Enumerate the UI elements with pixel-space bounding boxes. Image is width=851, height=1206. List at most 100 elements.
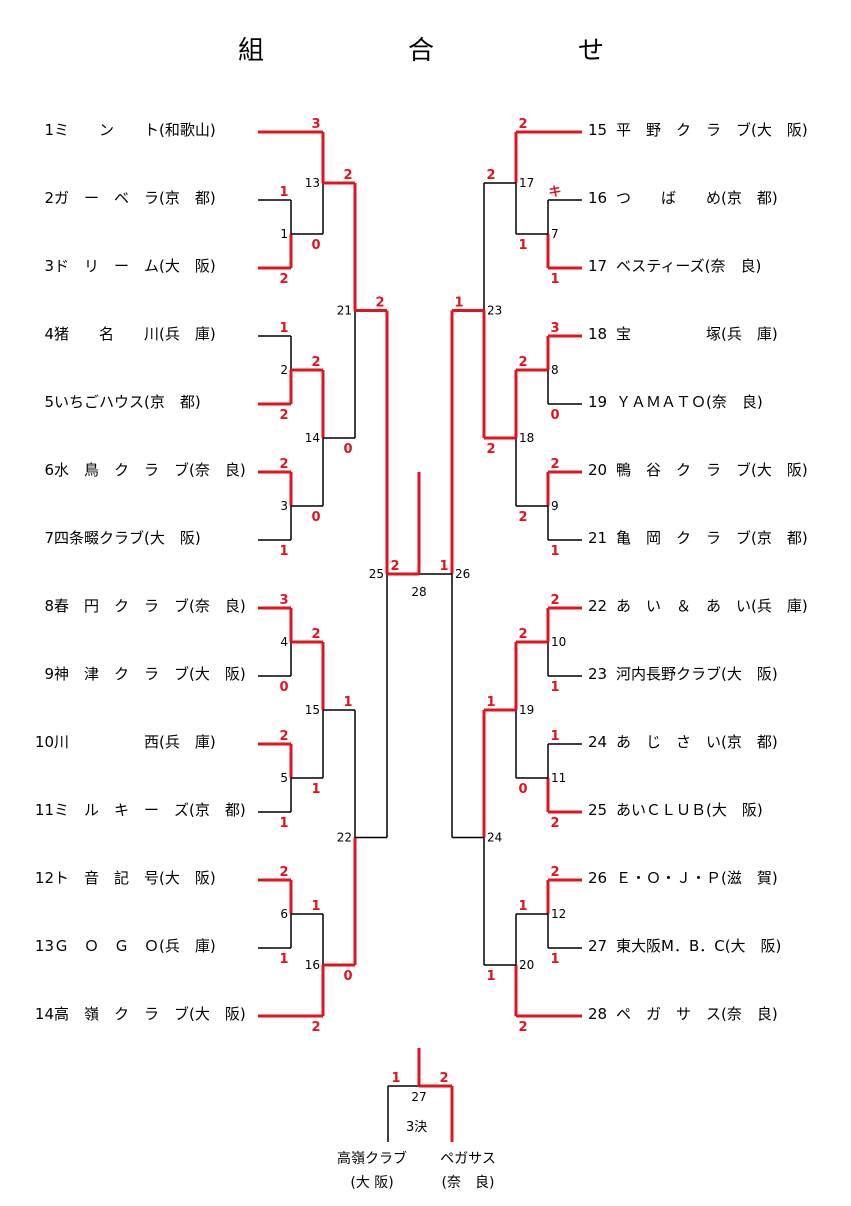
match-4-score-bottom: 0 <box>279 680 288 695</box>
left-team-12: 12ト 音 記 号(大 阪) <box>28 868 216 888</box>
title-char-3: せ <box>578 36 605 66</box>
right-team-2: 16 つ ば め(京 都) <box>588 188 778 208</box>
match-7-score-bottom: 1 <box>550 272 559 287</box>
third-place-left-team: 高嶺クラブ <box>337 1151 407 1167</box>
match-19-score-top: 2 <box>518 627 527 642</box>
team-number: 21 <box>588 529 608 547</box>
left-team-13: 13Ｇ Ｏ Ｇ Ｏ(兵 庫) <box>28 936 216 956</box>
match-15-score-bottom: 1 <box>311 782 320 797</box>
match-1-number: 1 <box>280 227 288 241</box>
left-team-4: 4猪 名 川(兵 庫) <box>28 324 216 344</box>
team-name: 四条畷クラブ(大 阪) <box>54 529 201 547</box>
team-name: 猪 名 川(兵 庫) <box>54 325 216 343</box>
match-25-score-top: 2 <box>375 296 384 311</box>
match-24-score-top: 1 <box>486 695 495 710</box>
match-23-number: 23 <box>487 304 502 318</box>
match-11-score-top: 1 <box>550 729 559 744</box>
team-number: 16 <box>588 189 608 207</box>
team-name: つ ば め(京 都) <box>616 189 778 207</box>
team-number: 27 <box>588 937 608 955</box>
title-char-2: 合 <box>408 36 435 66</box>
team-name: 亀 岡 ク ラ ブ(京 都) <box>616 529 808 547</box>
right-team-9: 23 河内長野クラブ(大 阪) <box>588 664 778 684</box>
match-10-score-bottom: 1 <box>550 680 559 695</box>
team-number: 17 <box>588 257 608 275</box>
team-number: 9 <box>44 665 54 683</box>
match-15-number: 15 <box>305 703 320 717</box>
team-name: ミ ル キ ー ズ(京 都) <box>54 801 246 819</box>
team-name: ト 音 記 号(大 阪) <box>54 869 216 887</box>
team-number: 13 <box>34 937 54 955</box>
match-2-score-bottom: 2 <box>279 408 288 423</box>
third-place-right-team: ペガサス <box>440 1151 496 1167</box>
team-name: ガ ー ベ ラ(京 都) <box>54 189 216 207</box>
left-team-6: 6水 鳥 ク ラ ブ(奈 良) <box>28 460 245 480</box>
match-18-number: 18 <box>519 431 534 445</box>
team-name: 東大阪M．B．C(大 阪) <box>616 937 782 955</box>
team-name: 平 野 ク ラ ブ(大 阪) <box>616 121 808 139</box>
match-27-score-right: 2 <box>439 1071 448 1086</box>
match-26-number: 26 <box>455 567 470 581</box>
match-17-score-top: 2 <box>518 117 527 132</box>
title-char-1: 組 <box>238 36 265 66</box>
match-22-score-bottom: 0 <box>343 969 352 984</box>
team-name: ペ ガ サ ス(奈 良) <box>616 1005 778 1023</box>
team-number: 5 <box>44 393 54 411</box>
left-team-3: 3ド リ ー ム(大 阪) <box>28 256 216 276</box>
team-name: ミ ン ト(和歌山) <box>54 121 216 139</box>
team-number: 3 <box>44 257 54 275</box>
team-name: Ｅ・Ｏ・Ｊ・Ｐ(滋 賀) <box>616 869 778 887</box>
team-name: 宝 塚(兵 庫) <box>616 325 778 343</box>
team-name: ド リ ー ム(大 阪) <box>54 257 216 275</box>
team-name: いちごハウス(京 都) <box>54 393 201 411</box>
match-17-score-bottom: 1 <box>518 238 527 253</box>
match-28-number: 28 <box>411 585 426 599</box>
match-9-score-bottom: 1 <box>550 544 559 559</box>
match-20-score-bottom: 2 <box>518 1020 527 1035</box>
match-5-number: 5 <box>280 771 288 785</box>
left-team-9: 9神 津 ク ラ ブ(大 阪) <box>28 664 245 684</box>
match-20-number: 20 <box>519 958 534 972</box>
match-12-score-bottom: 1 <box>550 952 559 967</box>
match-6-score-bottom: 1 <box>279 952 288 967</box>
match-21-number: 21 <box>337 304 352 318</box>
match-9-score-top: 2 <box>550 457 559 472</box>
team-name: 河内長野クラブ(大 阪) <box>616 665 778 683</box>
left-team-8: 8春 円 ク ラ ブ(奈 良) <box>28 596 246 616</box>
team-number: 4 <box>44 325 54 343</box>
match-26-score-top: 1 <box>454 296 463 311</box>
team-name: ＹＡＭＡＴＯ(奈 良) <box>616 393 763 411</box>
match-16-score-bottom: 2 <box>311 1020 320 1035</box>
match-21-score-top: 2 <box>343 168 352 183</box>
left-team-2: 2ガ ー ベ ラ(京 都) <box>28 188 216 208</box>
match-14-score-bottom: 0 <box>311 510 320 525</box>
match-16-score-top: 1 <box>311 899 320 914</box>
team-name: 春 円 ク ラ ブ(奈 良) <box>54 597 246 615</box>
match-23-score-bottom: 2 <box>486 442 495 457</box>
match-2-number: 2 <box>280 363 288 377</box>
right-team-13: 27 東大阪M．B．C(大 阪) <box>588 936 781 956</box>
match-3-score-bottom: 1 <box>279 544 288 559</box>
team-number: 19 <box>588 393 608 411</box>
match-24-number: 24 <box>487 831 502 845</box>
team-number: 14 <box>34 1005 54 1023</box>
match-6-score-top: 2 <box>279 865 288 880</box>
team-name: 川 西(兵 庫) <box>54 733 216 751</box>
match-15-score-top: 2 <box>311 627 320 642</box>
left-team-5: 5いちごハウス(京 都) <box>28 392 201 412</box>
match-18-score-bottom: 2 <box>518 510 527 525</box>
match-8-score-top: 3 <box>550 321 559 336</box>
team-number: 7 <box>44 529 54 547</box>
team-number: 23 <box>588 665 608 683</box>
final-score-right: 1 <box>439 559 448 574</box>
match-10-number: 10 <box>551 635 566 649</box>
match-2-score-top: 1 <box>279 321 288 336</box>
team-name: あ じ さ い(京 都) <box>616 733 778 751</box>
match-1-score-top: 1 <box>279 185 288 200</box>
